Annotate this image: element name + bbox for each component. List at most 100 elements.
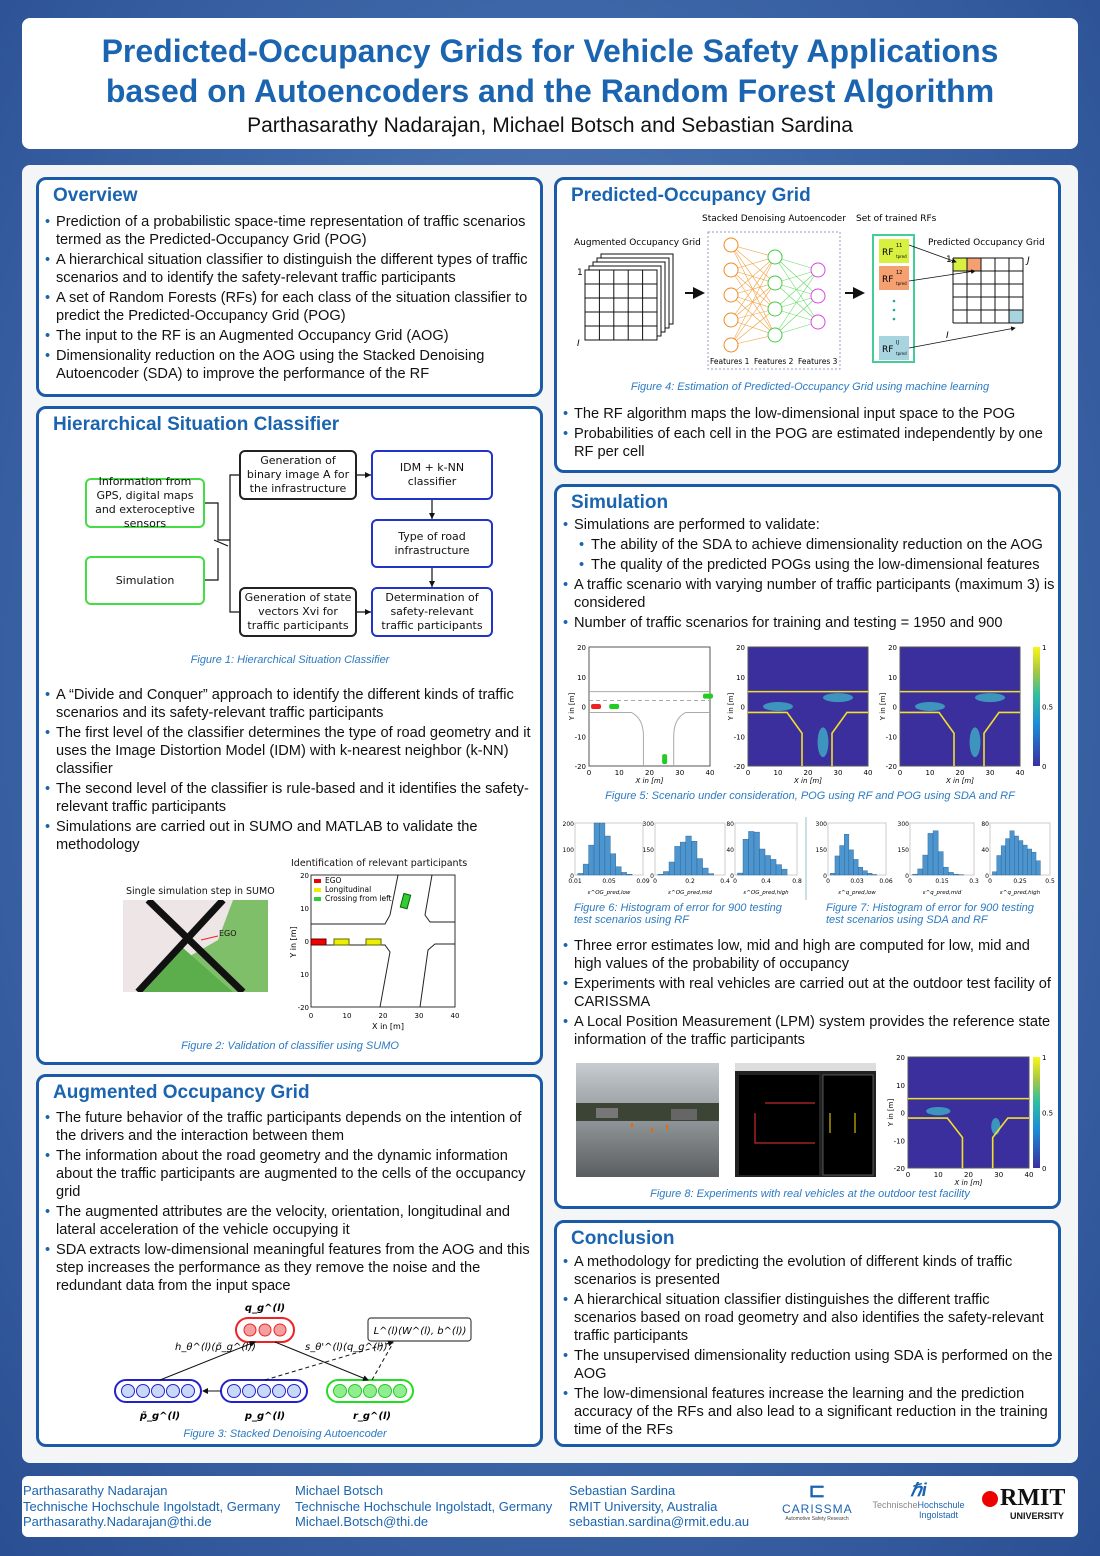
histogram-bar — [1035, 860, 1041, 876]
author-3-contact: Sebastian Sardina RMIT University, Austr… — [569, 1483, 749, 1530]
x-tick: 10 — [926, 769, 935, 777]
author-1-contact: Parthasarathy Nadarajan Technische Hochs… — [23, 1483, 280, 1530]
y-tick: 200 — [563, 821, 575, 828]
connection — [730, 244, 776, 336]
histogram-bar — [862, 870, 868, 876]
legend-ego: EGO — [325, 876, 342, 885]
list-item: The unsupervised dimensionality reductio… — [561, 1347, 1055, 1383]
x-tick: 0.05 — [602, 878, 616, 885]
neuron — [393, 1384, 407, 1398]
histogram-bar — [1031, 852, 1037, 876]
x-tick: 0 — [746, 769, 750, 777]
overview-list: Prediction of a probabilistic space-time… — [43, 213, 533, 385]
y-tick: -10 — [886, 733, 897, 741]
x-tick: 0 — [653, 878, 657, 885]
x-tick: 0 — [988, 878, 992, 885]
thi-text: Ingolstadt — [918, 1510, 959, 1520]
hsc-heading: Hierarchical Situation Classifier — [53, 414, 340, 435]
vehicle — [609, 704, 620, 709]
occupancy-blob — [975, 693, 1005, 703]
cell-ij — [1009, 310, 1023, 323]
histogram-bar — [948, 872, 954, 876]
fig2-plot: EGO Longitudinal Crossing from left 20 1… — [289, 872, 460, 1031]
neuron — [121, 1384, 135, 1398]
decoder-label: s_θ'^(l)(q_g^(l)) — [305, 1342, 388, 1353]
occupancy-blob — [763, 702, 793, 711]
road-edge — [900, 690, 1020, 766]
histogram-bar — [610, 853, 617, 876]
author-email[interactable]: Parthasarathy.Nadarajan@thi.de — [23, 1514, 212, 1529]
rmit-subtext: UNIVERSITY — [1010, 1511, 1065, 1521]
rf-sub: tpred — [896, 281, 907, 286]
index-j: J — [1025, 256, 1030, 266]
footer: Parthasarathy Nadarajan Technische Hochs… — [22, 1476, 1078, 1537]
histogram-bar — [770, 859, 777, 876]
neuron — [810, 314, 826, 330]
y-tick: 0 — [650, 873, 654, 880]
neuron — [767, 275, 783, 291]
figure-8-caption: Figure 8: Experiments with real vehicles… — [650, 1188, 970, 1200]
y-tick: -20 — [886, 763, 897, 771]
carissma-text: CARISSMA — [782, 1502, 853, 1516]
rf-sup: 12 — [896, 270, 902, 276]
connection — [730, 269, 776, 284]
x-axis-label: X in [m] — [954, 1179, 983, 1187]
y-tick: 0 — [905, 873, 909, 880]
histogram-bar — [604, 835, 611, 876]
x-axis-label: ε^OG_pred,low — [588, 890, 631, 896]
y-tick: 0 — [985, 873, 989, 880]
histogram-bar — [1022, 844, 1028, 876]
y-tick: 10 — [300, 971, 309, 979]
connection — [730, 256, 776, 321]
p-tilde-label: p̃_g^(l) — [139, 1410, 180, 1422]
connection — [774, 269, 819, 310]
carissma-c-icon: ⊏ — [808, 1480, 826, 1502]
y-axis-label: Y in [m] — [887, 1099, 895, 1128]
cell-12 — [967, 258, 981, 271]
author-affiliation: Technische Hochschule Ingolstadt, German… — [295, 1498, 553, 1514]
binary-image-box: Generation of binary image A for the inf… — [239, 450, 357, 500]
state-vectors-box: Generation of state vectors Xvi for traf… — [239, 587, 357, 637]
x-tick: 0.8 — [792, 878, 802, 885]
neuron — [767, 327, 783, 343]
y-tick: 0 — [305, 938, 309, 946]
author-email[interactable]: Michael.Botsch@thi.de — [295, 1514, 429, 1529]
neuron — [166, 1384, 180, 1398]
y-tick: 20 — [300, 872, 309, 880]
index-i: I — [577, 339, 580, 349]
list-item: The RF algorithm maps the low-dimensiona… — [561, 405, 1055, 423]
y-tick: 0 — [823, 873, 827, 880]
list-item: Number of traffic scenarios for training… — [561, 614, 1055, 632]
list-item: A Local Position Measurement (LPM) syste… — [561, 1013, 1055, 1049]
figure-5-caption: Figure 5: Scenario under consideration, … — [605, 790, 1015, 802]
neuron — [810, 262, 826, 278]
occupancy-blob — [991, 1118, 1001, 1135]
author-email[interactable]: sebastian.sardina@rmit.edu.au — [569, 1514, 750, 1529]
figure-3-sda-diagram: q_g^(l) h_θ^(l)(p̃_g^(l)) s_θ'^(l)(q_g^(… — [114, 1303, 472, 1422]
connection — [730, 256, 776, 346]
x-tick: 0.03 — [850, 878, 864, 885]
determination-box: Determination of safety-relevant traffic… — [371, 587, 493, 637]
histogram-bar — [857, 867, 864, 876]
histogram-bar — [917, 868, 923, 876]
x-tick: 40 — [451, 1012, 460, 1020]
y-axis-label: Y in [m] — [727, 693, 735, 722]
rf-ij: RF — [882, 345, 893, 355]
connection — [730, 294, 776, 336]
neuron — [723, 337, 739, 353]
connection — [774, 269, 819, 336]
connection — [730, 282, 776, 346]
neuron — [723, 237, 739, 253]
x-axis-label: X in [m] — [945, 777, 974, 785]
carissma-logo: ⊏ CARISSMA Automotive Safety Research — [782, 1480, 852, 1522]
y-tick: 10 — [896, 1082, 905, 1090]
x-tick: 30 — [834, 769, 843, 777]
histogram-bar — [748, 831, 755, 876]
x-tick: 20 — [964, 1171, 973, 1179]
connection — [730, 334, 776, 346]
